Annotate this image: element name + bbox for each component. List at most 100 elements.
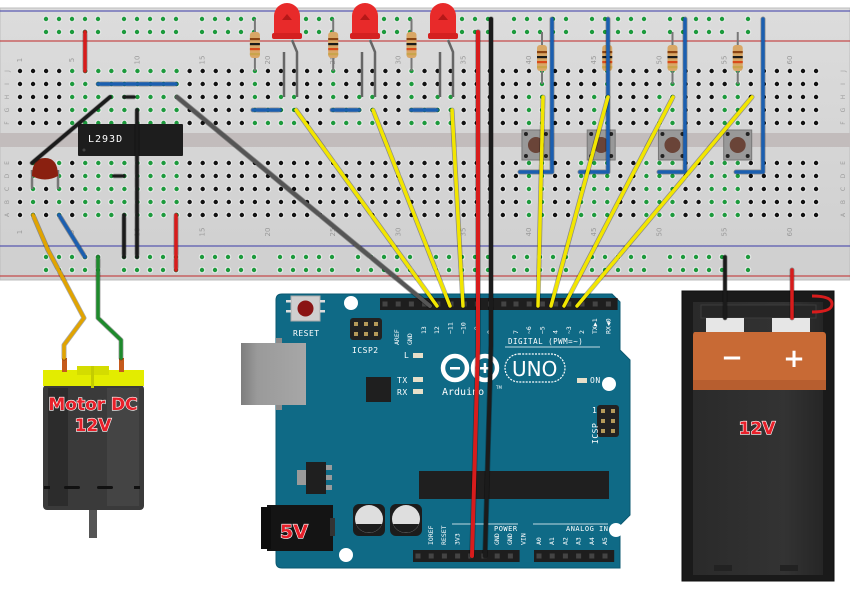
hole (565, 160, 571, 166)
reset-button[interactable] (286, 295, 325, 322)
hole (357, 81, 362, 87)
hole (748, 120, 753, 126)
column-number: 35 (460, 228, 468, 237)
hole (30, 68, 36, 74)
hole (618, 160, 623, 166)
hole (565, 199, 571, 205)
row-letter: F (4, 121, 11, 125)
hole (304, 94, 310, 100)
hole (774, 120, 780, 126)
row-letter: F (840, 121, 847, 125)
hole (174, 173, 179, 179)
hole (631, 120, 636, 126)
rail-hole (134, 29, 140, 35)
rail-hole (69, 29, 75, 35)
hole (56, 81, 62, 87)
rail-hole (43, 267, 49, 273)
hole (304, 186, 310, 192)
hole (552, 94, 558, 100)
icsp-pin (611, 419, 615, 423)
hole (83, 107, 88, 113)
hole (448, 173, 453, 179)
pushbutton-pin (660, 132, 665, 136)
rail-hole (329, 254, 335, 260)
hole (174, 199, 179, 205)
digital-left-pin (408, 301, 414, 307)
hole (226, 199, 231, 205)
rail-hole (524, 254, 530, 260)
pushbutton-pin (660, 154, 665, 158)
column-number: 20 (264, 56, 272, 65)
hole (252, 120, 258, 126)
hole (813, 186, 819, 192)
icsp2-label: ICSP2 (352, 346, 379, 355)
digital-right-pin (579, 301, 585, 307)
hole (670, 160, 675, 166)
hole (774, 81, 780, 87)
motor-label-line1: Motor DC (48, 395, 137, 415)
hole (657, 81, 662, 87)
reset-label: RESET (293, 329, 320, 338)
battery-minus-symbol: − (721, 343, 743, 373)
hole (618, 186, 623, 192)
hole (448, 199, 453, 205)
rail-hole (290, 267, 296, 273)
resistor-band (328, 48, 339, 51)
hole (200, 212, 205, 218)
hole (200, 186, 205, 192)
hole (813, 94, 819, 100)
hole (30, 120, 36, 126)
pushbutton-cap (729, 137, 746, 153)
analog-pin-label: A2 (561, 537, 569, 545)
icsp-pin1-label: 1 (592, 406, 597, 415)
hole (187, 212, 192, 218)
hole (344, 160, 349, 166)
hole (291, 81, 297, 87)
led-tx-label: TX (397, 376, 408, 385)
hole (461, 186, 466, 192)
pushbutton-pin (725, 132, 730, 136)
aref-label: AREF (393, 329, 401, 345)
rail-hole (563, 16, 569, 22)
rail-hole (212, 254, 218, 260)
hole (709, 107, 714, 113)
hole (96, 160, 101, 166)
hole (513, 81, 519, 87)
led-rim (350, 33, 380, 39)
hole (461, 199, 466, 205)
hole (331, 199, 336, 205)
hole (696, 94, 701, 100)
rail-hole (160, 16, 166, 22)
hole (565, 173, 571, 179)
hole (409, 173, 414, 179)
hole (565, 120, 571, 126)
rail-hole (303, 254, 309, 260)
analog-pin-label: A4 (588, 537, 596, 545)
hole (552, 68, 558, 74)
rail-hole (199, 267, 205, 273)
hole (148, 107, 153, 113)
rail-hole (589, 29, 595, 35)
hole (304, 160, 310, 166)
hole (291, 199, 297, 205)
digital-right-pin (526, 301, 532, 307)
hole (396, 199, 401, 205)
digital-pin-label: TX▶1 (591, 318, 599, 334)
hole (317, 94, 323, 100)
hole (265, 186, 271, 192)
barrel-jack[interactable]: 5V (261, 505, 335, 551)
hole (670, 173, 675, 179)
hole (291, 68, 297, 74)
trademark: TM (495, 385, 502, 390)
rail-hole (706, 267, 712, 273)
wire-black-diag (30, 95, 112, 165)
hole (644, 81, 649, 87)
hole (291, 212, 297, 218)
rail-hole (82, 267, 88, 273)
row-letter: J (4, 70, 11, 73)
icsp-label: ICSP (591, 423, 600, 444)
hole (696, 186, 701, 192)
row-letter: H (4, 95, 11, 100)
pushbutton-pin (609, 132, 614, 136)
column-number: 5 (68, 230, 76, 234)
